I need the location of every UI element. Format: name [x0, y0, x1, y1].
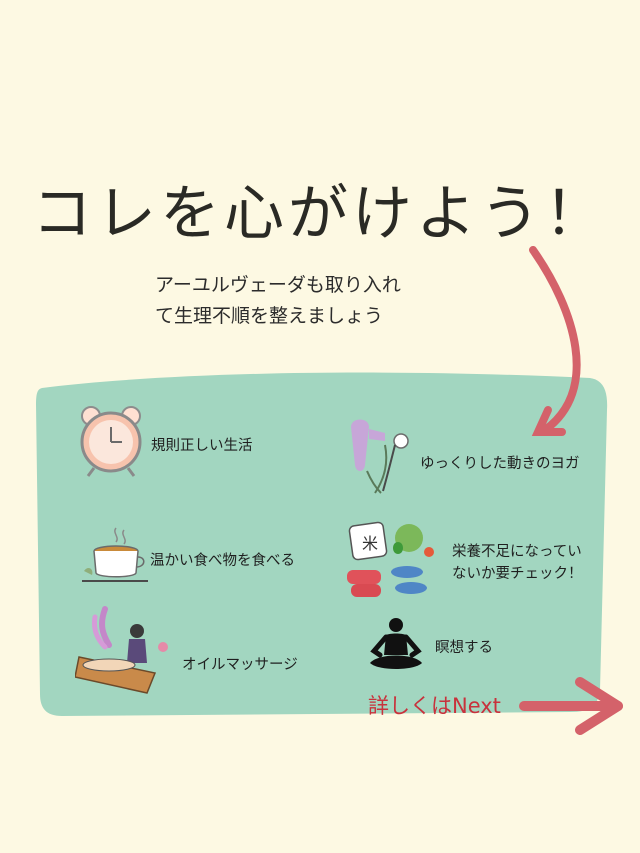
subtitle: アーユルヴェーダも取り入れ て生理不順を整えましょう	[155, 270, 475, 332]
item-label-slow-yoga: ゆっくりした動きのヨガ	[420, 456, 580, 472]
item-label-meditate: 瞑想する	[435, 640, 493, 656]
item-label-regular-life: 規則正しい生活	[151, 438, 253, 454]
svg-text:米: 米	[362, 534, 378, 553]
subtitle-line-2: て生理不順を整えましょう	[155, 305, 384, 327]
item-label-nutrition-check: 栄養不足になってい ないか要チェック！	[452, 541, 583, 585]
green-panel	[36, 372, 608, 716]
next-link[interactable]: 詳しくはNext	[368, 694, 501, 718]
subtitle-line-1: アーユルヴェーダも取り入れ	[155, 274, 401, 296]
next-arrow-icon[interactable]	[518, 676, 626, 738]
page-title: コレを心がけよう！	[32, 179, 608, 249]
food-nutrition-icon: 米	[347, 521, 434, 597]
yoga-props-icon	[351, 419, 409, 494]
soup-bowl-icon	[82, 527, 148, 582]
item-label-warm-food: 温かい食べ物を食べる	[150, 553, 295, 569]
alarm-clock-icon	[80, 406, 142, 477]
item-label-oil-massage: オイルマッサージ	[182, 657, 298, 673]
curved-arrow-icon	[529, 246, 581, 436]
massage-icon	[75, 606, 168, 694]
item-label-nutrition-line-1: 栄養不足になってい	[452, 544, 582, 560]
meditation-icon	[370, 618, 422, 669]
item-label-nutrition-line-2: ないか要チェック！	[452, 566, 583, 582]
